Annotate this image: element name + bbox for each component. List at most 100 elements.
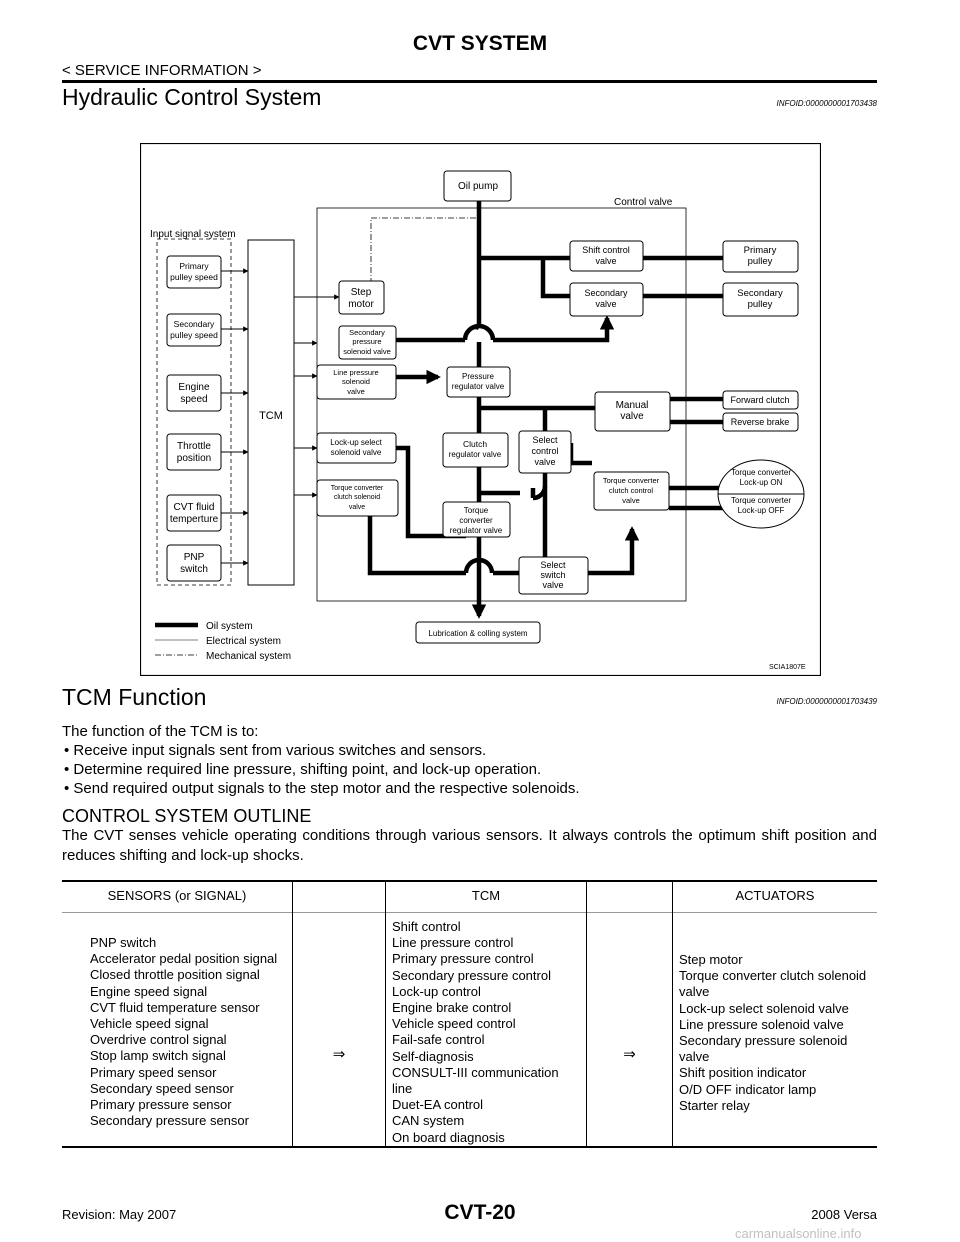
svg-text:valve: valve xyxy=(534,457,555,467)
mechanical-link xyxy=(370,217,478,284)
tcm-control-item: Fail-safe control xyxy=(392,1032,485,1048)
svg-text:pulley: pulley xyxy=(748,256,773,267)
svg-text:Primary: Primary xyxy=(179,261,209,271)
sensor-item: Stop lamp switch signal xyxy=(90,1048,226,1064)
footer-page-number: CVT-20 xyxy=(444,1201,516,1224)
tcm-control-item: Engine brake control xyxy=(392,1000,512,1016)
info-id: INFOID:0000000001703438 xyxy=(776,99,877,108)
header-rule xyxy=(62,80,877,83)
svg-text:Oil system: Oil system xyxy=(206,621,253,632)
sensor-item: Overdrive control signal xyxy=(90,1032,227,1048)
svg-text:Step: Step xyxy=(351,287,372,298)
svg-text:Lock-up OFF: Lock-up OFF xyxy=(738,506,785,515)
svg-text:Shift control: Shift control xyxy=(582,245,630,255)
tcm-function-intro: The function of the TCM is to: xyxy=(62,723,259,740)
svg-text:Torque: Torque xyxy=(464,506,489,515)
tcm-control-item: Duet-EA control xyxy=(392,1097,484,1113)
actuator-item: O/D OFF indicator lamp xyxy=(679,1081,817,1097)
svg-text:Torque converter: Torque converter xyxy=(331,485,384,492)
svg-text:Secondary: Secondary xyxy=(584,288,628,298)
arrow-cell: ⇒ xyxy=(292,912,386,1147)
svg-text:Torque converter: Torque converter xyxy=(731,468,791,477)
tcm-control-item: Shift control xyxy=(392,919,461,934)
svg-text:temperture: temperture xyxy=(170,514,219,525)
svg-text:Torque converter: Torque converter xyxy=(603,476,660,485)
tcm-control-item: CAN system xyxy=(392,1113,465,1129)
svg-text:Electrical system: Electrical system xyxy=(206,636,281,647)
control-valve-region xyxy=(316,207,687,602)
sensor-item: Primary speed sensor xyxy=(90,1064,217,1080)
svg-text:switch: switch xyxy=(180,564,208,575)
tcm-control-item: Lock-up control xyxy=(392,983,481,999)
sensor-item: PNP switch xyxy=(90,935,157,950)
svg-text:control: control xyxy=(531,446,558,456)
svg-text:Oil pump: Oil pump xyxy=(458,181,498,192)
watermark: carmanualsonline.info xyxy=(735,1226,862,1241)
actuator-item: valve xyxy=(679,1049,710,1065)
svg-text:Forward clutch: Forward clutch xyxy=(730,395,789,405)
svg-text:Select: Select xyxy=(540,560,566,570)
input-signal-label: Input signal system xyxy=(150,229,236,240)
diagram-image-id: SCIA1807E xyxy=(769,664,806,671)
svg-text:speed: speed xyxy=(180,394,207,405)
info-id: INFOID:0000000001703439 xyxy=(776,697,877,706)
svg-text:solenoid valve: solenoid valve xyxy=(343,347,391,356)
actuator-item: Starter relay xyxy=(679,1097,750,1113)
svg-text:switch: switch xyxy=(540,570,565,580)
svg-text:PNP: PNP xyxy=(184,552,205,563)
svg-text:valve: valve xyxy=(622,496,640,505)
tcm-control-item: Primary pressure control xyxy=(392,951,534,967)
control-valve-label: Control valve xyxy=(614,197,673,208)
svg-text:valve: valve xyxy=(347,387,365,396)
svg-text:Engine: Engine xyxy=(178,382,210,393)
sensor-item: Secondary speed sensor xyxy=(90,1080,234,1096)
sensor-item: Primary pressure sensor xyxy=(90,1097,232,1113)
tcm-control-item: On board diagnosis xyxy=(392,1129,505,1145)
table-header-tcm: TCM xyxy=(471,888,501,903)
input-signal-region xyxy=(156,238,232,586)
tcm-control-item: Secondary pressure control xyxy=(392,967,551,983)
svg-text:pulley: pulley xyxy=(748,299,773,310)
svg-text:valve: valve xyxy=(595,256,616,266)
svg-text:motor: motor xyxy=(348,299,374,310)
svg-text:Reverse brake: Reverse brake xyxy=(731,417,790,427)
svg-text:valve: valve xyxy=(349,504,365,511)
svg-text:regulator valve: regulator valve xyxy=(450,526,503,535)
svg-text:Secondary: Secondary xyxy=(349,328,385,337)
svg-text:Lubrication & colling system: Lubrication & colling system xyxy=(428,629,527,638)
svg-text:solenoid valve: solenoid valve xyxy=(331,448,382,457)
svg-text:Pressure: Pressure xyxy=(462,372,495,381)
svg-text:pulley speed: pulley speed xyxy=(170,330,218,340)
svg-text:Select: Select xyxy=(532,435,558,445)
svg-text:position: position xyxy=(177,453,211,464)
tcm-control-item: Vehicle speed control xyxy=(392,1016,516,1032)
hydraulic-control-diagram: Control valve Input signal system xyxy=(140,143,821,676)
section-breadcrumb: < SERVICE INFORMATION > xyxy=(62,62,262,79)
svg-text:clutch solenoid: clutch solenoid xyxy=(334,494,380,501)
svg-text:Secondary: Secondary xyxy=(737,288,783,299)
svg-text:regulator valve: regulator valve xyxy=(449,450,502,459)
tcm-box xyxy=(247,239,295,586)
svg-text:valve: valve xyxy=(542,580,563,590)
actuator-item: Step motor xyxy=(679,952,743,967)
svg-text:Lock-up ON: Lock-up ON xyxy=(740,478,783,487)
table-header-actuators: ACTUATORS xyxy=(735,888,815,903)
actuator-item: valve xyxy=(679,984,710,1000)
electrical-lines xyxy=(221,268,340,566)
section-title-hydraulic: Hydraulic Control System xyxy=(62,84,322,110)
tcm-control-item: CONSULT-III communication xyxy=(392,1064,559,1080)
svg-text:Primary: Primary xyxy=(744,245,777,256)
svg-text:regulator valve: regulator valve xyxy=(452,382,505,391)
svg-text:clutch control: clutch control xyxy=(609,486,654,495)
svg-text:converter: converter xyxy=(459,516,493,525)
svg-text:Mechanical system: Mechanical system xyxy=(206,651,291,662)
svg-text:Manual: Manual xyxy=(616,400,649,411)
svg-text:Clutch: Clutch xyxy=(463,439,487,449)
tcm-control-item: line xyxy=(392,1081,413,1097)
outline-heading: CONTROL SYSTEM OUTLINE xyxy=(62,806,312,826)
page-header-title: CVT SYSTEM xyxy=(412,32,548,55)
bullet-item: • Send required output signals to the st… xyxy=(64,780,580,797)
